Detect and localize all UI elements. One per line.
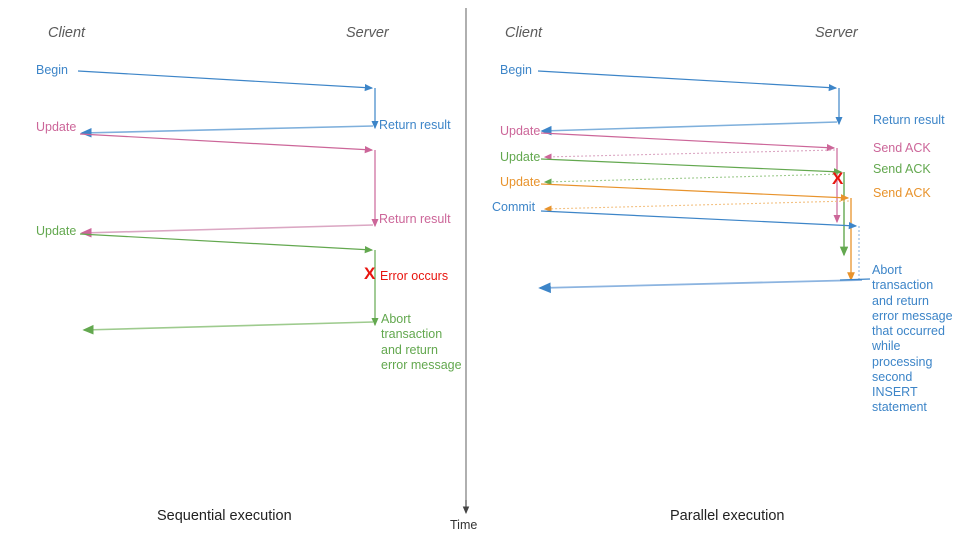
- left-actor-server: Server: [346, 25, 389, 41]
- left-message-return-result-1: Return result: [379, 118, 451, 132]
- left-message-update-2: Update: [36, 224, 77, 238]
- right-message-update-1: Update: [500, 124, 541, 138]
- left-arrow-update-1: [79, 133, 374, 154]
- time-axis-label: Time: [450, 518, 478, 532]
- left-arrow-update-2: [79, 233, 374, 254]
- left-message-begin: Begin: [36, 63, 68, 77]
- left-message-return-result-2: Return result: [379, 212, 451, 226]
- right-abort-baseline: [839, 278, 871, 281]
- right-panel-caption: Parallel execution: [670, 508, 785, 524]
- left-arrow-return-1: [80, 125, 374, 138]
- right-ack-dotted-pink: [543, 149, 836, 161]
- left-actor-client: Client: [48, 25, 86, 41]
- right-message-commit: Commit: [492, 200, 536, 214]
- right-ack-dotted-green: [543, 173, 843, 186]
- right-label-return-result: Return result: [873, 113, 945, 127]
- left-panel-flows: [77, 70, 379, 335]
- right-actor-server: Server: [815, 25, 858, 41]
- right-panel-flows: [537, 70, 871, 294]
- right-label-send-ack-1: Send ACK: [873, 141, 931, 155]
- right-arrow-update-3: [540, 183, 850, 202]
- right-message-update-3: Update: [500, 175, 541, 189]
- right-message-update-2: Update: [500, 150, 541, 164]
- right-abort-text: Abort transaction and return error messa…: [872, 263, 953, 415]
- right-arrow-return-result: [540, 121, 838, 136]
- left-message-update-1: Update: [36, 120, 77, 134]
- right-arrow-update-1: [540, 132, 836, 152]
- right-error-x-icon: X: [832, 169, 844, 188]
- right-arrow-update-2: [540, 158, 843, 176]
- right-arrow-commit: [540, 210, 858, 230]
- left-arrow-abort-return: [82, 321, 374, 335]
- right-actor-client: Client: [505, 25, 543, 41]
- left-panel-caption: Sequential execution: [157, 508, 292, 524]
- right-label-send-ack-3: Send ACK: [873, 186, 931, 200]
- left-abort-text: Abort transaction and return error messa…: [381, 312, 462, 372]
- left-error-label: Error occurs: [380, 269, 449, 283]
- right-ack-dotted-orange: [543, 200, 850, 213]
- right-arrow-begin: [537, 70, 838, 92]
- right-message-begin: Begin: [500, 63, 532, 77]
- left-arrow-begin: [77, 70, 374, 92]
- error-x-icon: X: [364, 264, 376, 283]
- right-label-send-ack-2: Send ACK: [873, 162, 931, 176]
- right-arrow-abort-return: [538, 279, 863, 294]
- left-arrow-return-2: [80, 224, 374, 238]
